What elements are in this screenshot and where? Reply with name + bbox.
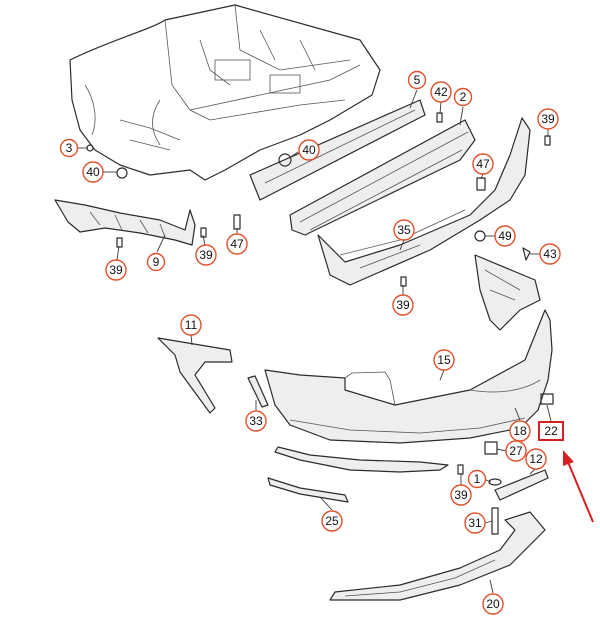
callout-labels: 3 40 39 9 39 47 40 5 42 2 39 47 35 49 43… <box>59 70 561 615</box>
callout: 25 <box>321 510 343 532</box>
impact-carrier-upper <box>249 99 426 201</box>
pointer-arrow <box>563 450 594 523</box>
callout: 35 <box>393 219 415 241</box>
lower-molding-strip <box>267 477 349 503</box>
callout: 11 <box>180 314 202 336</box>
callout-label: 39 <box>454 488 468 502</box>
callout: 31 <box>464 512 486 534</box>
leader-lines <box>77 89 552 594</box>
callout-label: 31 <box>468 516 482 530</box>
callout: 47 <box>472 153 494 175</box>
callout-label: 9 <box>153 255 160 269</box>
callout-label: 47 <box>476 157 490 171</box>
fasteners <box>86 112 554 535</box>
callout-label: 25 <box>325 514 339 528</box>
callout-label: 3 <box>66 141 73 155</box>
callout-label: 47 <box>230 237 244 251</box>
callout: 47 <box>226 233 248 255</box>
callout-label: 40 <box>302 143 316 157</box>
callout-label: 1 <box>474 472 481 486</box>
callout: 15 <box>433 349 455 371</box>
callout-label: 43 <box>543 247 557 261</box>
callout: 43 <box>539 243 561 265</box>
callout: 18 <box>509 420 531 442</box>
arrow-head-icon <box>563 450 574 466</box>
callout-label: 40 <box>86 165 100 179</box>
right-side-bracket <box>474 254 541 331</box>
callout-label: 33 <box>249 414 263 428</box>
callout-label: 27 <box>509 444 523 458</box>
highlight-box <box>538 421 564 441</box>
callout-label: 5 <box>414 73 421 87</box>
bumper-cover <box>264 309 553 444</box>
left-guide-bracket <box>54 199 196 246</box>
callout-label: 18 <box>513 424 527 438</box>
callout: 33 <box>245 410 267 432</box>
callout-label: 42 <box>434 85 448 99</box>
callout-label: 11 <box>185 318 198 332</box>
lower-bumper-trim <box>274 446 449 473</box>
callout: 20 <box>482 593 504 615</box>
callout: 42 <box>430 81 452 103</box>
callout: 27 <box>505 440 527 462</box>
diffuser-spoiler <box>329 511 546 601</box>
callout: 40 <box>298 139 320 161</box>
callout-label: 39 <box>541 112 555 126</box>
highlighted-part-callout: 22 <box>538 421 564 441</box>
center-bumper-guide <box>317 117 531 286</box>
callout-label: 15 <box>437 353 451 367</box>
callout: 49 <box>494 225 516 247</box>
left-reflector-strip <box>247 375 269 408</box>
vehicle-rear-body <box>69 4 381 181</box>
callout-label: 20 <box>486 597 500 611</box>
callout: 2 <box>453 87 473 107</box>
right-lower-bracket <box>494 469 549 501</box>
callout: 39 <box>392 294 414 316</box>
callout: 9 <box>146 252 166 272</box>
highlight-label: 22 <box>544 424 558 438</box>
callout: 39 <box>450 484 472 506</box>
callout: 39 <box>537 108 559 130</box>
callout-label: 12 <box>529 452 543 466</box>
callout: 1 <box>467 469 487 489</box>
callout-label: 39 <box>199 248 213 262</box>
callout: 5 <box>407 70 427 90</box>
callout: 40 <box>82 161 104 183</box>
callout-label: 39 <box>396 298 410 312</box>
callout: 39 <box>195 244 217 266</box>
callout-label: 49 <box>498 229 512 243</box>
callout-label: 39 <box>109 263 123 277</box>
left-side-trim <box>157 337 233 414</box>
callout: 39 <box>105 259 127 281</box>
energy-absorber-foam <box>289 119 476 236</box>
callout-label: 35 <box>397 223 411 237</box>
callout: 3 <box>59 138 79 158</box>
callout: 12 <box>525 448 547 470</box>
callout-label: 2 <box>460 90 467 104</box>
